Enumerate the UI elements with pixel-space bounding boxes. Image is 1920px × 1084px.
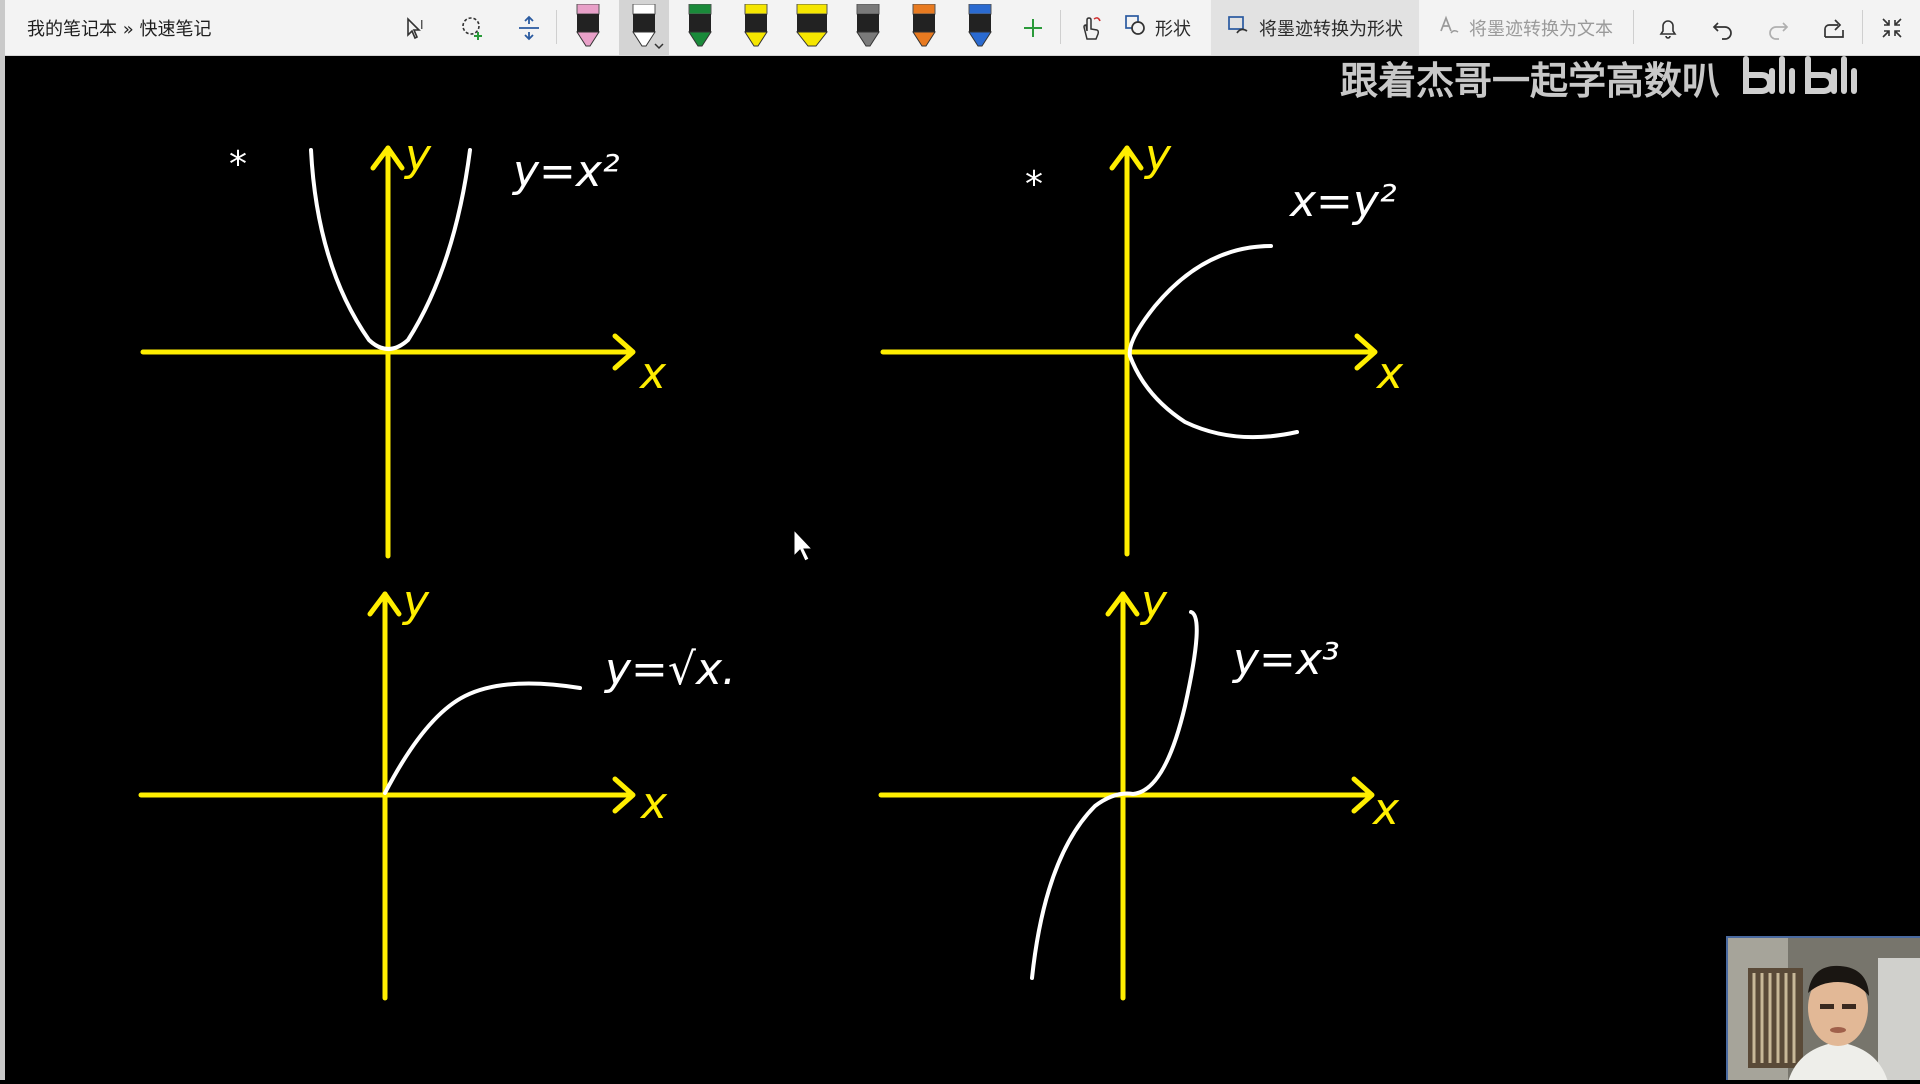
graph1-mark: * <box>229 144 247 185</box>
shapes-icon <box>1123 13 1147 42</box>
presenter-video <box>1728 938 1920 1080</box>
touch-draw-icon[interactable] <box>1067 0 1113 55</box>
x-axis-arrow <box>1351 776 1375 814</box>
separator <box>1862 10 1863 44</box>
graph2-mark: * <box>1025 164 1043 205</box>
graph3-x-label: x <box>639 778 668 829</box>
y-axis-arrow <box>1109 145 1144 171</box>
ink-to-shape-icon <box>1227 13 1251 42</box>
graph3-equation: y=√x. <box>603 644 736 695</box>
separator <box>556 10 557 44</box>
svg-text:I: I <box>420 18 424 32</box>
graph1-y-label: y <box>403 130 432 181</box>
plus-icon[interactable] <box>1011 0 1055 55</box>
separator <box>1060 10 1061 44</box>
lasso-select-icon[interactable]: I <box>395 0 439 55</box>
pen-orange-icon[interactable] <box>899 0 949 55</box>
graph2-x-label: x <box>1375 348 1404 399</box>
highlighter-yellow-icon[interactable] <box>787 0 837 55</box>
undo-icon[interactable] <box>1700 0 1746 55</box>
graph2-y-label: y <box>1143 130 1172 181</box>
drawing-canvas[interactable]: x y x y x y x y y=x² x=y² y=√x. y=x³ * * <box>5 56 1920 1080</box>
pen-green-icon[interactable] <box>675 0 725 55</box>
breadcrumb[interactable]: 我的笔记本 » 快速笔记 <box>27 18 212 40</box>
ink-to-shape-button[interactable]: 将墨迹转换为形状 <box>1211 0 1419 55</box>
add-space-icon[interactable] <box>451 0 495 55</box>
x-axis-arrow <box>612 333 636 371</box>
y-axis-arrow <box>370 145 405 171</box>
graph-parabola-right <box>880 145 1378 557</box>
x-axis-arrow <box>1354 333 1378 371</box>
mouse-cursor <box>793 528 814 562</box>
graph3-y-label: y <box>401 576 430 627</box>
window-frame <box>0 0 5 1080</box>
curve-y-x-squared <box>309 148 472 351</box>
graph4-y-label: y <box>1139 576 1168 627</box>
collapse-icon[interactable] <box>1869 0 1915 55</box>
curve-sqrt <box>383 681 582 795</box>
y-axis-arrow <box>1105 591 1140 617</box>
graph1-x-label: x <box>638 348 667 399</box>
pen-blue-icon[interactable] <box>955 0 1005 55</box>
watermark-text: 跟着杰哥一起学高数叭 <box>1340 58 1721 103</box>
pen-white-icon[interactable] <box>619 0 669 55</box>
shapes-button[interactable]: 形状 <box>1123 0 1191 55</box>
curve-cubic <box>1030 610 1199 980</box>
graph-parabola-up <box>140 145 636 559</box>
insert-space-icon[interactable] <box>507 0 551 55</box>
share-icon[interactable] <box>1811 0 1857 55</box>
x-axis-arrow <box>612 776 636 814</box>
ink-to-shape-label: 将墨迹转换为形状 <box>1259 18 1403 40</box>
curve-x-y-squared <box>1127 244 1299 440</box>
graph-sqrt <box>138 591 636 1001</box>
ink-to-text-label: 将墨迹转换为文本 <box>1469 18 1613 40</box>
graph4-equation: y=x³ <box>1231 634 1340 685</box>
graph1-equation: y=x² <box>511 146 620 197</box>
graph-cubic <box>878 591 1375 1001</box>
pen-pencil-gray-icon[interactable] <box>843 0 893 55</box>
separator <box>1633 10 1634 44</box>
ink-drawing: x y x y x y x y y=x² x=y² y=√x. y=x³ * * <box>138 130 1404 1001</box>
pen-yellow-icon[interactable] <box>731 0 781 55</box>
redo-icon[interactable] <box>1755 0 1801 55</box>
webcam-overlay <box>1726 936 1920 1080</box>
graph2-equation: x=y² <box>1288 176 1397 227</box>
toolbar: 我的笔记本 » 快速笔记 I 形状 将墨迹转换为形状 将墨迹转换为文本 <box>5 0 1920 56</box>
graph4-x-label: x <box>1371 784 1400 835</box>
pen-eraser-pink-icon[interactable] <box>563 0 613 55</box>
ink-to-text-button[interactable]: 将墨迹转换为文本 <box>1437 0 1613 55</box>
bilibili-logo <box>1738 51 1888 103</box>
channel-watermark: 跟着杰哥一起学高数叭 <box>1340 52 1870 103</box>
shapes-label: 形状 <box>1155 18 1191 40</box>
y-axis-arrow <box>367 591 402 617</box>
ink-to-text-icon <box>1437 13 1461 42</box>
bell-icon[interactable] <box>1645 0 1691 55</box>
